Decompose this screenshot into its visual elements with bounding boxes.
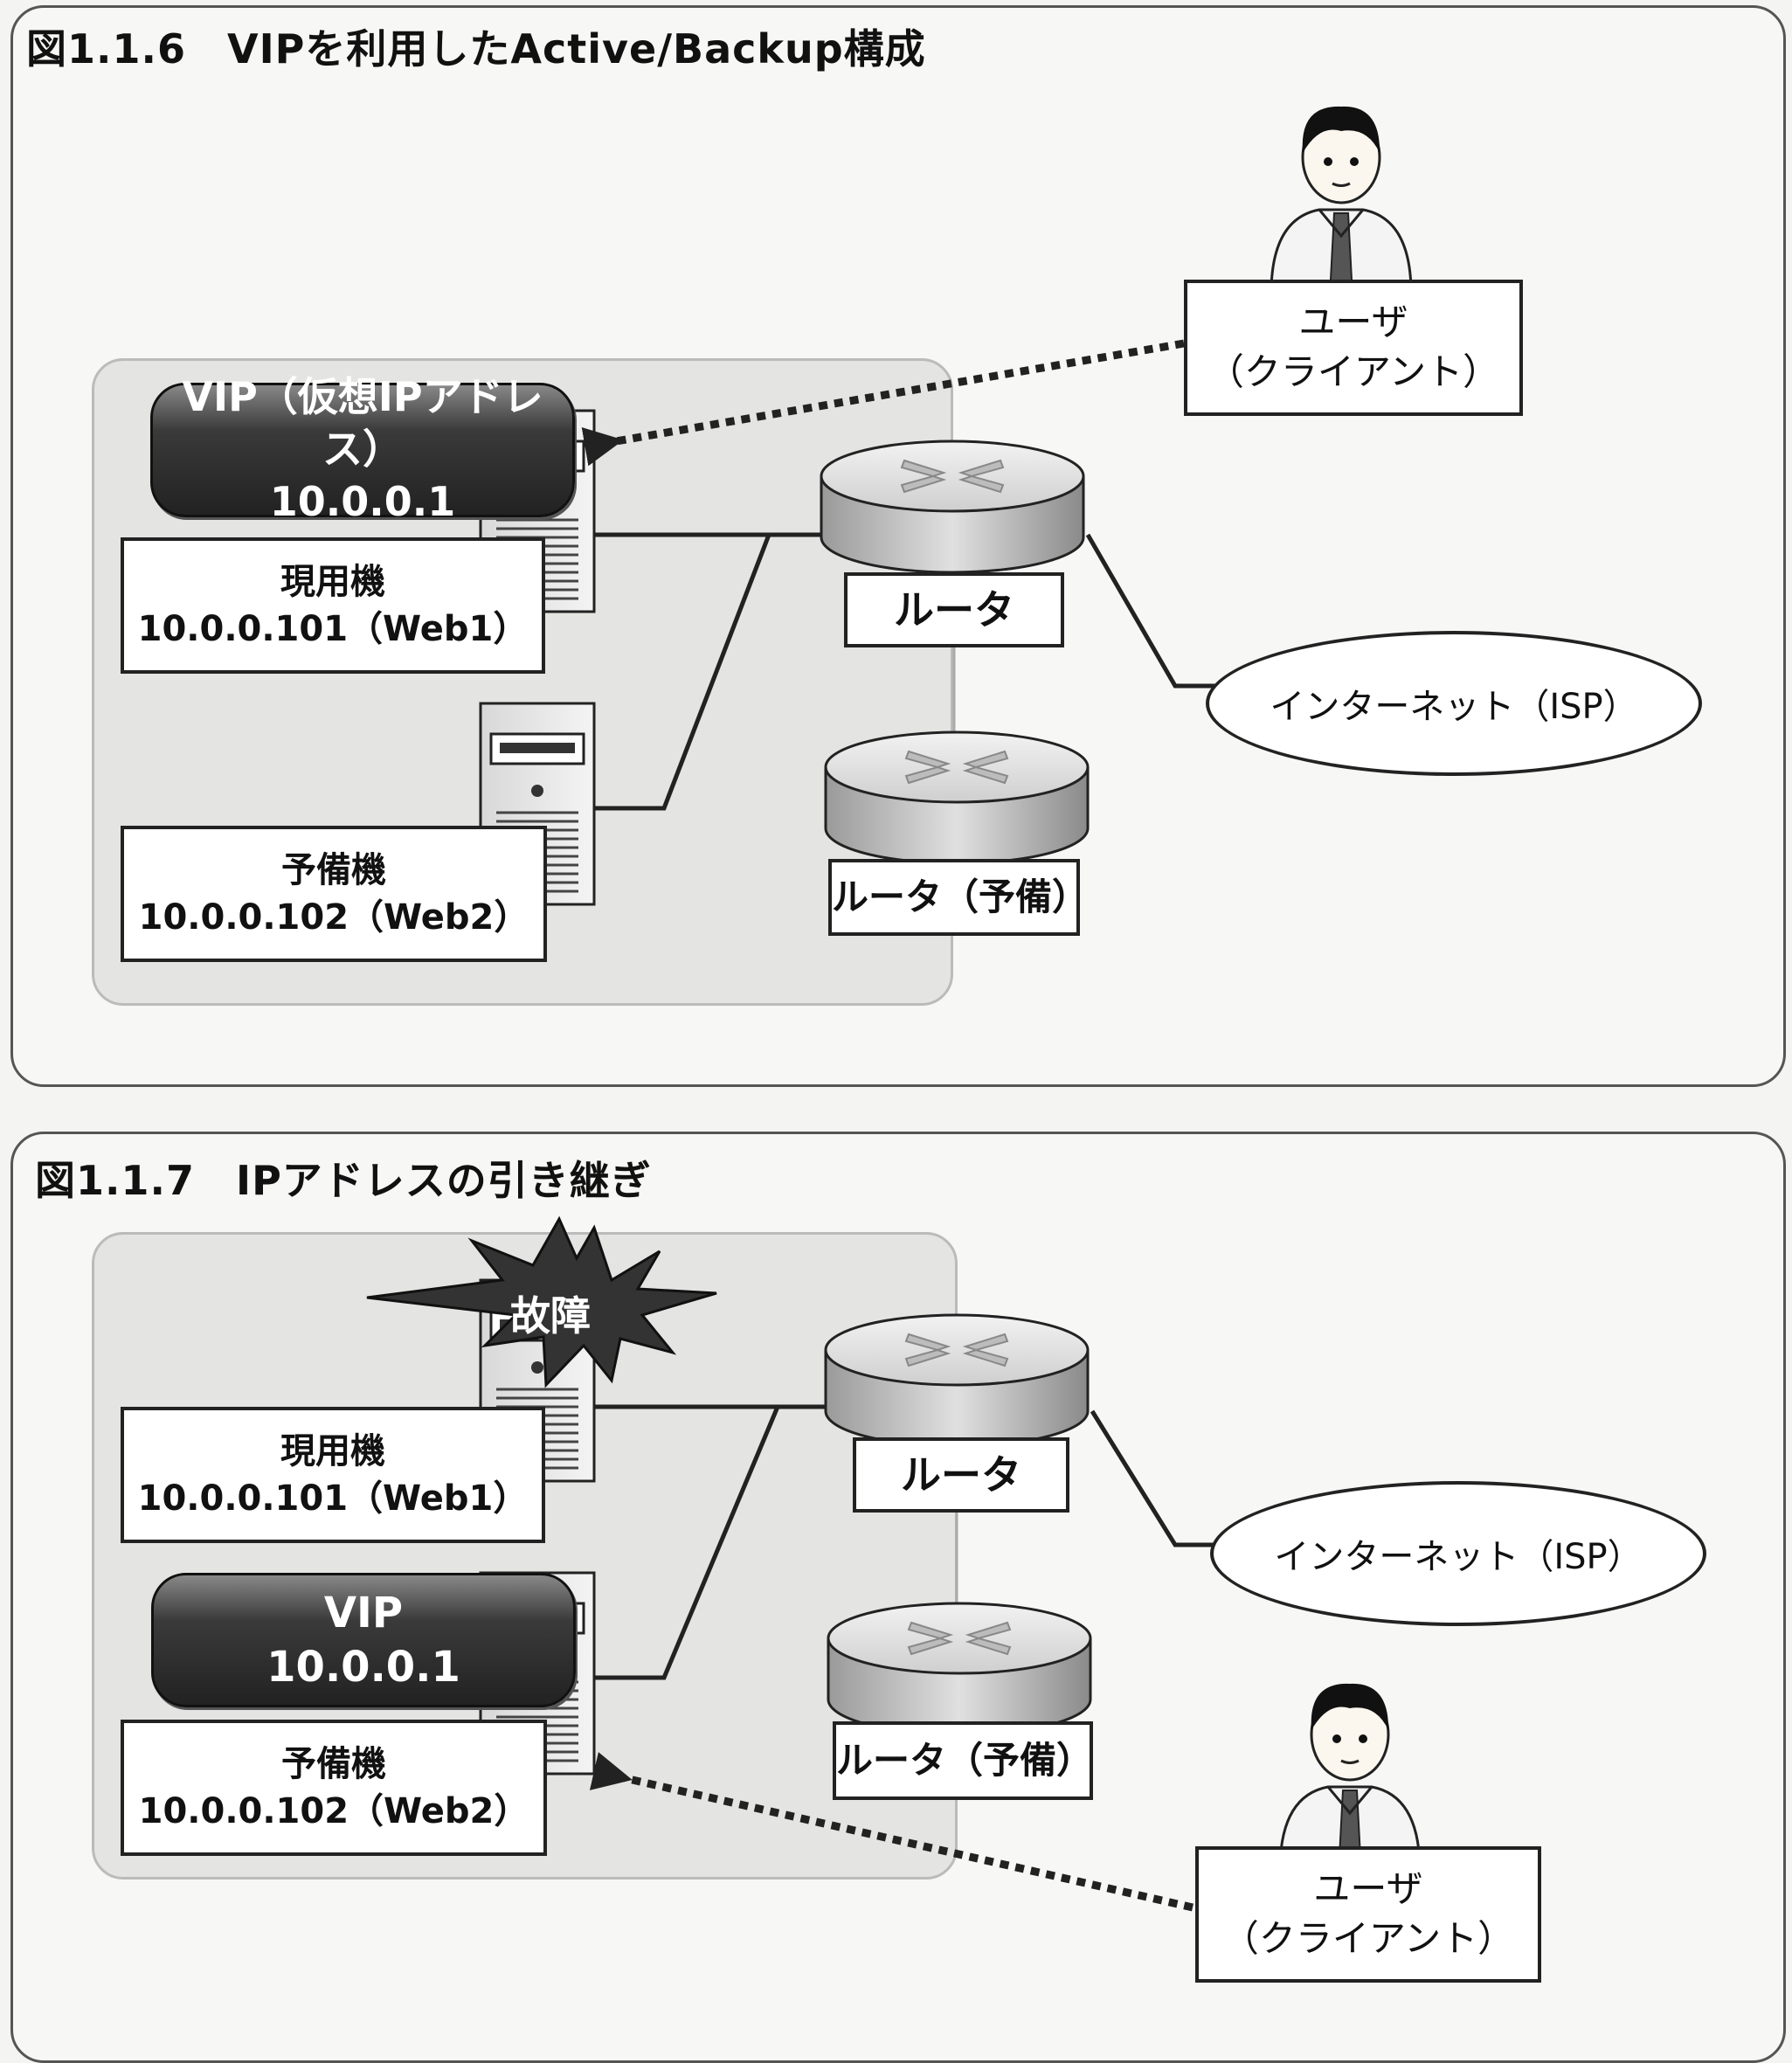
router-label-box-2: ルータ — [853, 1437, 1069, 1513]
user-sublabel: （クライアント） — [1207, 350, 1500, 393]
vip-badge-2: VIP 10.0.0.1 — [151, 1573, 576, 1707]
active-server-box-1: 現用機 10.0.0.101（Web1） — [121, 537, 545, 674]
active-server-label: 現用機 — [280, 1431, 385, 1471]
user-access-arrow-2 — [589, 1752, 1194, 1912]
user-icon-1 — [1270, 105, 1413, 292]
network-cables-1 — [594, 532, 1219, 811]
user-label: ユーザ — [1313, 1867, 1423, 1911]
router-icon-main-1 — [820, 440, 1085, 574]
figure-1-title: 図1.1.6 VIPを利用したActive/Backup構成 — [26, 25, 926, 73]
router-icon-backup-1 — [824, 730, 1090, 865]
user-icon-2 — [1278, 1682, 1422, 1869]
internet-ellipse-1: インターネット（ISP） — [1206, 631, 1702, 776]
failure-burst-icon — [366, 1215, 717, 1388]
figure-2-title: 図1.1.7 IPアドレスの引き継ぎ — [35, 1157, 652, 1204]
active-server-label: 現用機 — [280, 562, 385, 602]
router-backup-label-box-1: ルータ（予備） — [828, 859, 1089, 936]
user-access-arrow-1 — [581, 339, 1185, 467]
router-icon-backup-2 — [827, 1602, 1092, 1736]
standby-server-label: 予備機 — [281, 850, 386, 890]
user-box-1: ユーザ （クライアント） — [1184, 280, 1523, 416]
active-server-box-2: 現用機 10.0.0.101（Web1） — [121, 1407, 545, 1543]
user-sublabel: （クライアント） — [1221, 1917, 1515, 1960]
vip-label: VIP（仮想IPアドレス） — [182, 373, 543, 474]
active-server-address: 10.0.0.101（Web1） — [137, 1478, 529, 1519]
vip-address: 10.0.0.1 — [266, 1643, 460, 1692]
failure-label: 故障 — [510, 1292, 591, 1340]
standby-server-box-1: 予備機 10.0.0.102（Web2） — [121, 826, 547, 962]
standby-server-address: 10.0.0.102（Web2） — [138, 1791, 529, 1831]
vip-label: VIP — [323, 1588, 404, 1637]
standby-server-label: 予備機 — [281, 1744, 386, 1784]
router-icon-main-2 — [824, 1313, 1090, 1448]
user-box-2: ユーザ （クライアント） — [1195, 1846, 1541, 1983]
router-label-box-1: ルータ — [844, 572, 1064, 647]
standby-server-box-2: 予備機 10.0.0.102（Web2） — [121, 1720, 547, 1856]
vip-address: 10.0.0.1 — [269, 477, 456, 525]
user-label: ユーザ — [1298, 301, 1408, 344]
standby-server-address: 10.0.0.102（Web2） — [138, 897, 529, 938]
internet-ellipse-2: インターネット（ISP） — [1210, 1481, 1706, 1626]
network-cables-2 — [594, 1404, 1219, 1680]
active-server-address: 10.0.0.101（Web1） — [137, 609, 529, 649]
router-backup-label-box-2: ルータ（予備） — [833, 1721, 1093, 1800]
vip-badge-1: VIP（仮想IPアドレス） 10.0.0.1 — [150, 373, 575, 525]
